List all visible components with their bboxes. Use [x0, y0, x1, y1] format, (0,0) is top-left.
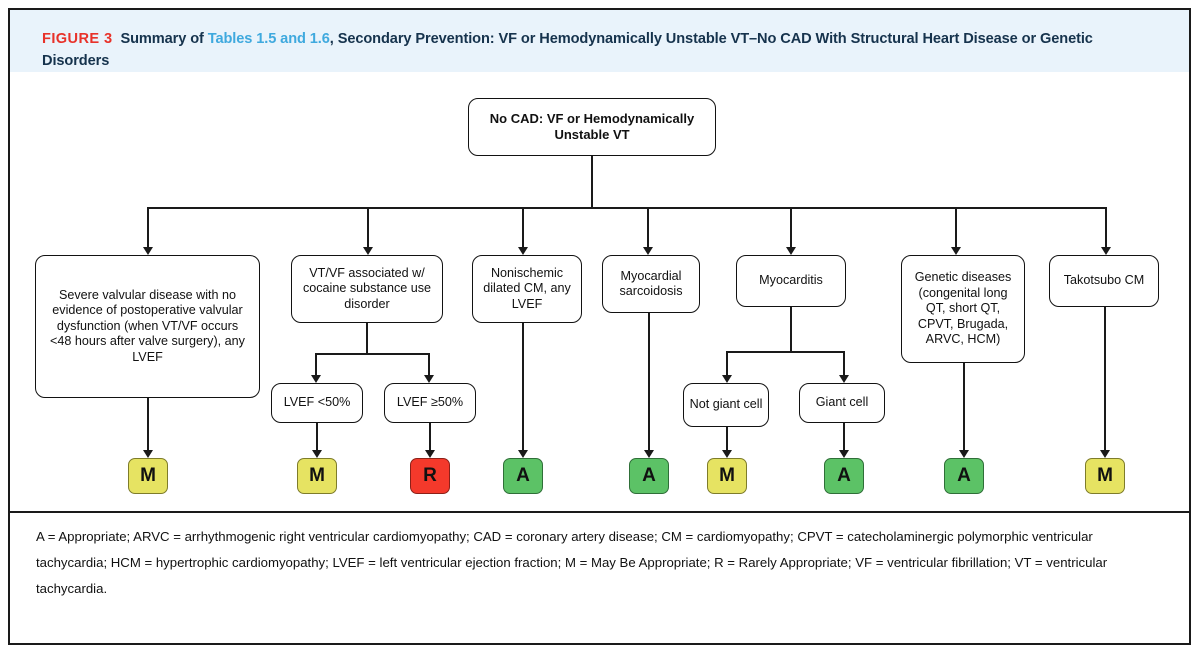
- connector-drop-sarcoid: [647, 207, 649, 249]
- connector-drop-valvular: [147, 207, 149, 249]
- node-lvef-low[interactable]: LVEF <50%: [271, 383, 363, 423]
- arrow-result-giant-cell: [838, 450, 849, 458]
- legend-abbreviations: A = Appropriate; ARVC = arrhythmogenic r…: [36, 529, 1108, 596]
- node-cocaine[interactable]: VT/VF associated w/ cocaine substance us…: [291, 255, 443, 323]
- connector-cocaine-right: [428, 353, 430, 377]
- arrow-result-not-giant-cell: [721, 450, 732, 458]
- node-giant-cell[interactable]: Giant cell: [799, 383, 885, 423]
- figure-header-band: FIGURE 3 Summary of Tables 1.5 and 1.6, …: [10, 10, 1189, 72]
- arrow-result-nicm: [517, 450, 528, 458]
- connector-genetic-result: [963, 363, 965, 452]
- arrow-result-sarcoid: [643, 450, 654, 458]
- connector-giant-cell-result: [843, 423, 845, 452]
- connector-drop-takotsubo: [1105, 207, 1107, 249]
- legend-divider: [10, 511, 1189, 513]
- arrow-valvular: [142, 247, 153, 255]
- figure-label: FIGURE 3: [42, 31, 113, 47]
- arrow-cocaine: [362, 247, 373, 255]
- result-badge-not-giant-cell[interactable]: M: [707, 458, 747, 494]
- connector-drop-cocaine: [367, 207, 369, 249]
- node-takotsubo[interactable]: Takotsubo CM: [1049, 255, 1159, 307]
- connector-lvef-low-result: [316, 423, 318, 452]
- arrow-result-lvef-low: [311, 450, 322, 458]
- connector-not-giant-cell-result: [726, 427, 728, 452]
- figure-title-part2: , Secondary Prevention: VF or Hemodynami…: [42, 31, 1093, 69]
- connector-drop-myocarditis: [790, 207, 792, 249]
- node-nicm[interactable]: Nonischemic dilated CM, any LVEF: [472, 255, 582, 323]
- result-badge-takotsubo[interactable]: M: [1085, 458, 1125, 494]
- connector-lvef-high-result: [429, 423, 431, 452]
- arrow-result-lvef-high: [424, 450, 435, 458]
- result-badge-valvular[interactable]: M: [128, 458, 168, 494]
- node-not-giant-cell[interactable]: Not giant cell: [683, 383, 769, 427]
- connector-drop-nicm: [522, 207, 524, 249]
- arrow-genetic: [950, 247, 961, 255]
- arrow-takotsubo: [1100, 247, 1111, 255]
- node-myocarditis[interactable]: Myocarditis: [736, 255, 846, 307]
- result-badge-lvef-high[interactable]: R: [410, 458, 450, 494]
- arrow-result-valvular: [142, 450, 153, 458]
- connector-cocaine-stem: [366, 323, 368, 355]
- connector-cocaine-left: [315, 353, 317, 377]
- connector-myocarditis-left: [726, 351, 728, 377]
- arrow-result-genetic: [958, 450, 969, 458]
- result-badge-sarcoid[interactable]: A: [629, 458, 669, 494]
- flowchart: No CAD: VF or Hemodynamically Unstable V…: [10, 72, 1189, 510]
- node-sarcoid[interactable]: Myocardial sarcoidosis: [602, 255, 700, 313]
- arrow-nicm: [517, 247, 528, 255]
- arrow-giant-cell: [838, 375, 849, 383]
- node-genetic[interactable]: Genetic diseases (congenital long QT, sh…: [901, 255, 1025, 363]
- arrow-sarcoid: [642, 247, 653, 255]
- arrow-not-giant-cell: [721, 375, 732, 383]
- connector-valvular-result: [147, 398, 149, 452]
- connector-drop-genetic: [955, 207, 957, 249]
- arrow-lvef-high: [423, 375, 434, 383]
- connector-myocarditis-stem: [790, 307, 792, 353]
- node-lvef-high[interactable]: LVEF ≥50%: [384, 383, 476, 423]
- arrow-lvef-low: [310, 375, 321, 383]
- connector-sarcoid-result: [648, 313, 650, 452]
- figure-tables-link[interactable]: Tables 1.5 and 1.6: [207, 31, 330, 47]
- connector-root-stem: [591, 156, 594, 208]
- result-badge-genetic[interactable]: A: [944, 458, 984, 494]
- result-badge-lvef-low[interactable]: M: [297, 458, 337, 494]
- result-badge-nicm[interactable]: A: [503, 458, 543, 494]
- connector-cocaine-bar: [315, 353, 429, 355]
- node-valvular[interactable]: Severe valvular disease with no evidence…: [35, 255, 260, 398]
- figure-title-part1: Summary of: [120, 31, 208, 47]
- arrow-result-takotsubo: [1099, 450, 1110, 458]
- node-root[interactable]: No CAD: VF or Hemodynamically Unstable V…: [468, 98, 716, 156]
- connector-myocarditis-right: [843, 351, 845, 377]
- figure-title: FIGURE 3 Summary of Tables 1.5 and 1.6, …: [42, 28, 1162, 72]
- connector-nicm-result: [522, 323, 524, 452]
- arrow-myocarditis: [785, 247, 796, 255]
- connector-distribution-bar: [147, 207, 1107, 210]
- connector-takotsubo-result: [1104, 307, 1106, 452]
- result-badge-giant-cell[interactable]: A: [824, 458, 864, 494]
- connector-myocarditis-bar: [726, 351, 844, 353]
